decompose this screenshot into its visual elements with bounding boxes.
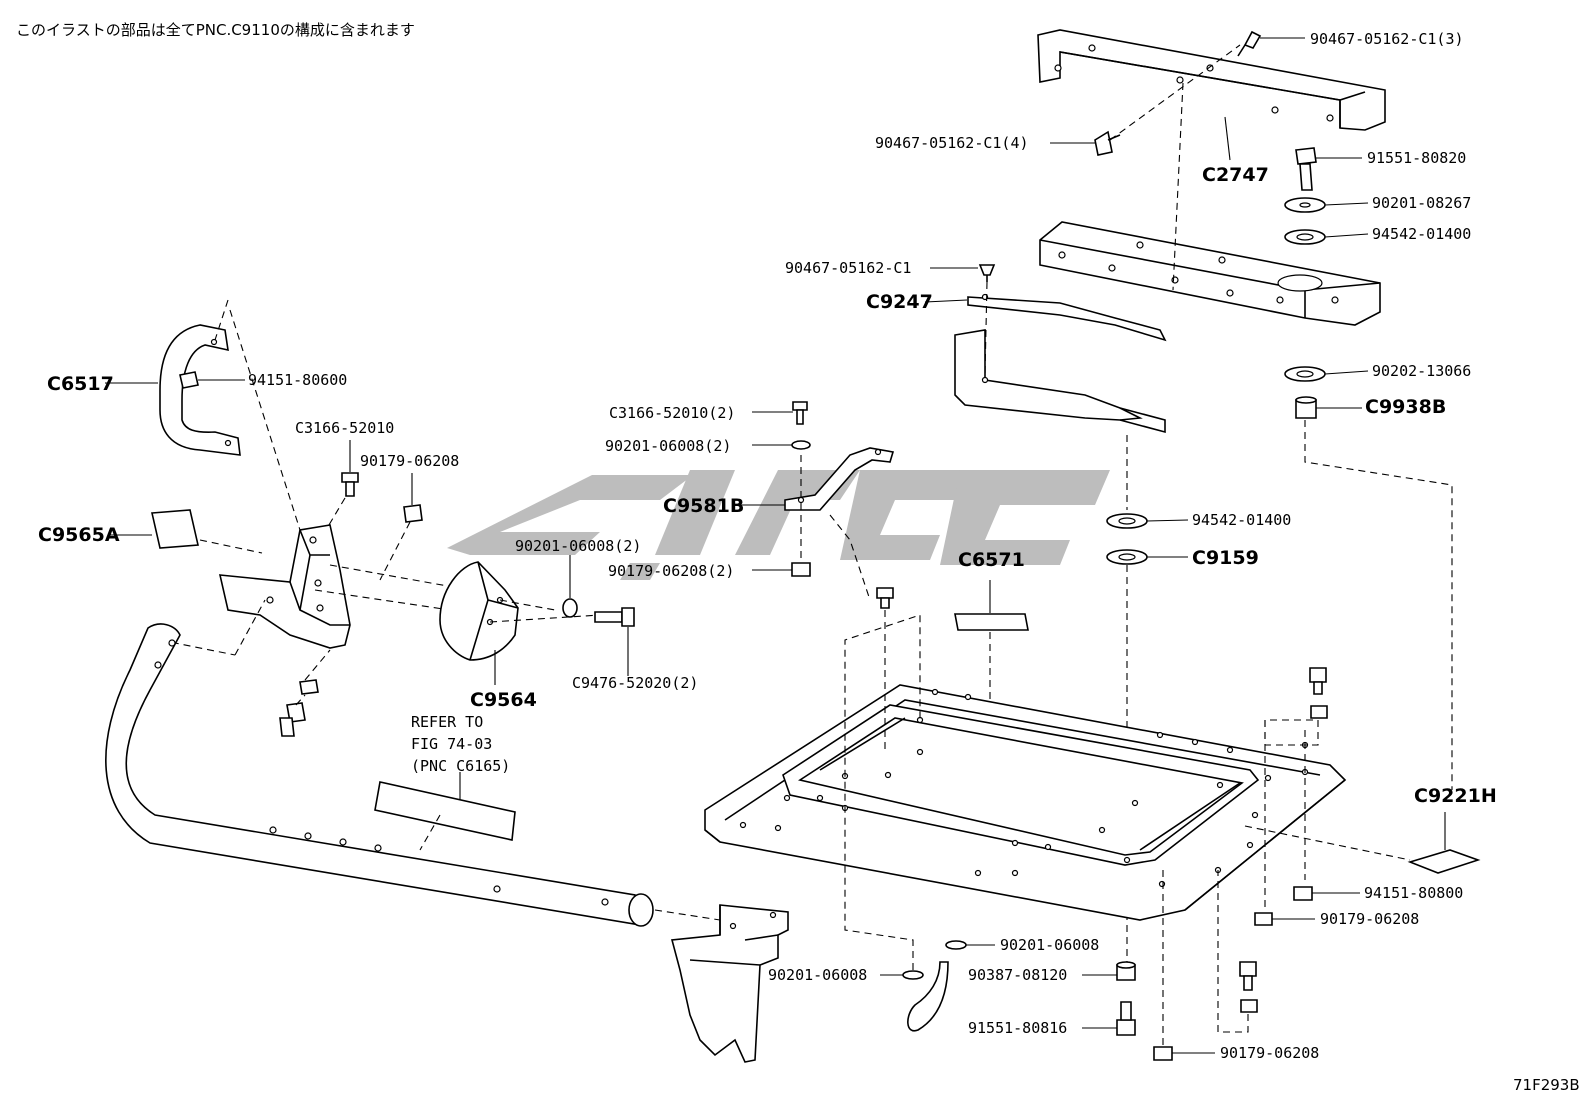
nut-icon — [179, 371, 199, 389]
washer-icon — [902, 970, 924, 980]
header-note: このイラストの部品は全てPNC.C9110の構成に含まれます — [16, 21, 415, 39]
bolt-icon — [876, 587, 894, 609]
screw-icon — [1094, 130, 1121, 156]
nut-icon — [403, 504, 423, 523]
nut-icon — [791, 562, 811, 577]
c9564-block — [439, 561, 519, 661]
label-90201-08267: 90201-08267 — [1372, 194, 1471, 212]
figure-code: 71F293B — [1513, 1076, 1580, 1094]
mounting-bracket — [670, 904, 789, 1063]
label-94151-80600: 94151-80600 — [248, 371, 347, 389]
label-90179-06208-c: 90179-06208 — [1220, 1044, 1319, 1062]
label-c9938b: C9938B — [1365, 396, 1446, 418]
label-c9247: C9247 — [866, 291, 933, 313]
label-c9565a: C9565A — [38, 524, 120, 546]
label-90201-06008-b: 90201-06008 — [768, 966, 867, 984]
label-94151-80800: 94151-80800 — [1364, 884, 1463, 902]
spacer-icon — [1295, 396, 1317, 419]
label-90387-08120: 90387-08120 — [968, 966, 1067, 984]
label-90201-06008-2b: 90201-06008(2) — [515, 537, 641, 555]
bolt-icon — [1295, 147, 1317, 191]
c6571-pad — [954, 613, 1029, 631]
label-90467-05162-c1-3: 90467-05162-C1(3) — [1310, 30, 1464, 48]
label-c9581b: C9581B — [663, 495, 744, 517]
label-c3166-52010: C3166-52010 — [295, 419, 394, 437]
label-c9564: C9564 — [470, 689, 537, 711]
label-90201-06008-2a: 90201-06008(2) — [605, 437, 731, 455]
lower-channel-bracket — [1039, 221, 1381, 326]
label-90467-05162-c1-4: 90467-05162-C1(4) — [875, 134, 1029, 152]
label-90179-06208-b: 90179-06208 — [1320, 910, 1419, 928]
label-c6517: C6517 — [47, 373, 114, 395]
label-91551-80820: 91551-80820 — [1367, 149, 1466, 167]
bolt-icon — [1239, 961, 1257, 991]
bolt-icon — [1116, 1001, 1136, 1036]
label-94542-01400-b: 94542-01400 — [1192, 511, 1291, 529]
washer-icon — [562, 598, 578, 618]
refer-tube — [374, 781, 516, 841]
refer-line-3: (PNC C6165) — [411, 757, 510, 775]
label-90201-06008-a: 90201-06008 — [1000, 936, 1099, 954]
screw-icon — [594, 607, 635, 627]
hinge-bracket — [218, 524, 351, 649]
nut-icon — [1310, 705, 1328, 719]
nut-icon — [1240, 999, 1258, 1013]
washer-icon — [791, 440, 811, 450]
c9565a-pad — [151, 509, 199, 549]
label-91551-80816: 91551-80816 — [968, 1019, 1067, 1037]
refer-line-1: REFER TO — [411, 713, 483, 731]
label-90202-13066: 90202-13066 — [1372, 362, 1471, 380]
screw-icon — [341, 472, 359, 497]
screw-icon — [1237, 30, 1262, 57]
label-c2747: C2747 — [1202, 164, 1269, 186]
label-90467-05162-c1: 90467-05162-C1 — [785, 259, 911, 277]
watermark-logo — [447, 470, 1110, 580]
label-90179-06208-a: 90179-06208 — [360, 452, 459, 470]
label-c6571: C6571 — [958, 549, 1025, 571]
nut-icon — [299, 679, 319, 695]
nut-icon — [1293, 886, 1313, 901]
label-c9476-52020-2: C9476-52020(2) — [572, 674, 698, 692]
label-c3166-52010-2: C3166-52010(2) — [609, 404, 735, 422]
tube-frame — [105, 623, 654, 927]
c9221h-pad — [1407, 849, 1481, 874]
screw-icon — [792, 401, 808, 425]
base-tray — [704, 684, 1347, 921]
clip-icon — [978, 264, 996, 282]
spacer-icon — [1116, 961, 1136, 981]
c6517-handle — [159, 324, 241, 456]
drain-hose — [907, 961, 949, 1032]
washer-icon — [945, 940, 967, 950]
c9247-strap — [954, 293, 1167, 434]
bolt-icon — [1309, 667, 1327, 695]
refer-line-2: FIG 74-03 — [411, 735, 492, 753]
bolt-icon — [279, 702, 306, 737]
label-90179-06208-2: 90179-06208(2) — [608, 562, 734, 580]
nut-icon — [1153, 1046, 1173, 1061]
nut-icon — [1254, 912, 1273, 926]
c9581b-strap — [784, 447, 895, 511]
label-c9159: C9159 — [1192, 547, 1259, 569]
label-94542-01400-a: 94542-01400 — [1372, 225, 1471, 243]
label-c9221h: C9221H — [1414, 785, 1497, 807]
